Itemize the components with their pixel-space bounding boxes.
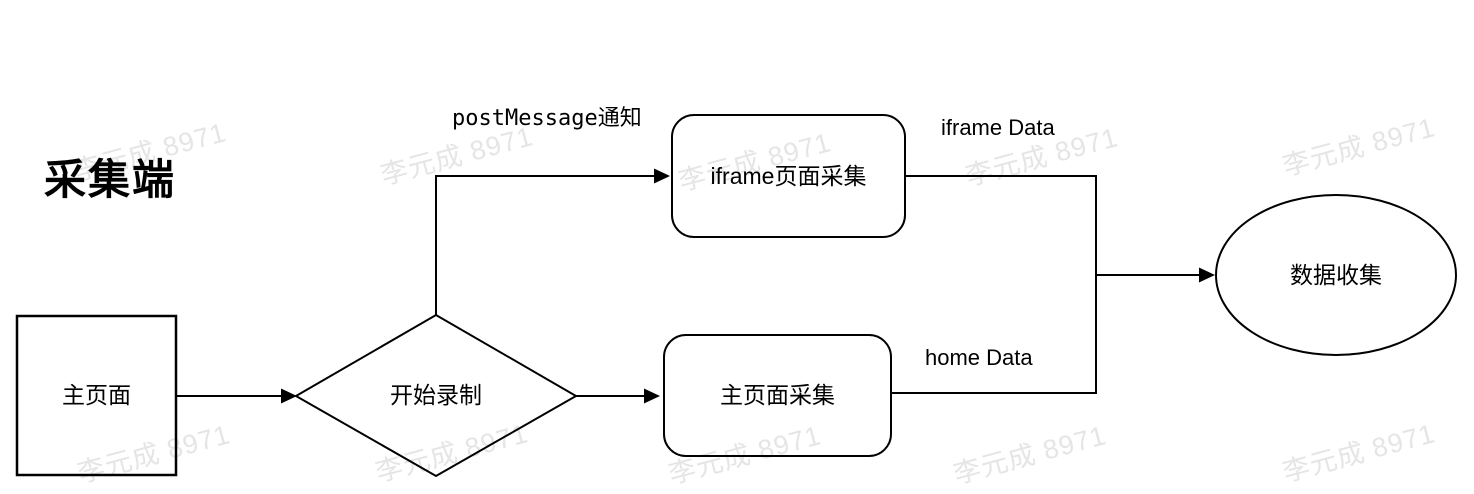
arrowhead-icon	[654, 168, 670, 184]
postmessage-edge-label: postMessage通知	[452, 106, 642, 131]
arrowhead-icon	[1199, 267, 1215, 283]
main-page-node	[15, 314, 178, 477]
main-page-label: 主页面	[62, 382, 131, 409]
start-recording-node	[293, 313, 579, 478]
iframe-data-edge-label: iframe Data	[941, 115, 1055, 140]
start-recording-label: 开始录制	[390, 382, 482, 409]
connector-merge-bracket	[891, 175, 1097, 394]
data-collect-label: 数据收集	[1290, 261, 1382, 288]
iframe-collect-node	[671, 114, 906, 238]
home-data-edge-label: home Data	[925, 345, 1033, 370]
arrowhead-icon	[281, 388, 297, 404]
iframe-collect-label: iframe页面采集	[710, 162, 867, 189]
home-collect-label: 主页面采集	[720, 382, 835, 409]
connector-diamond-to-iframe	[435, 175, 654, 316]
diagram-title: 采集端	[44, 156, 177, 203]
home-collect-node	[663, 334, 892, 457]
arrowhead-icon	[644, 388, 660, 404]
data-collect-node	[1215, 194, 1457, 356]
